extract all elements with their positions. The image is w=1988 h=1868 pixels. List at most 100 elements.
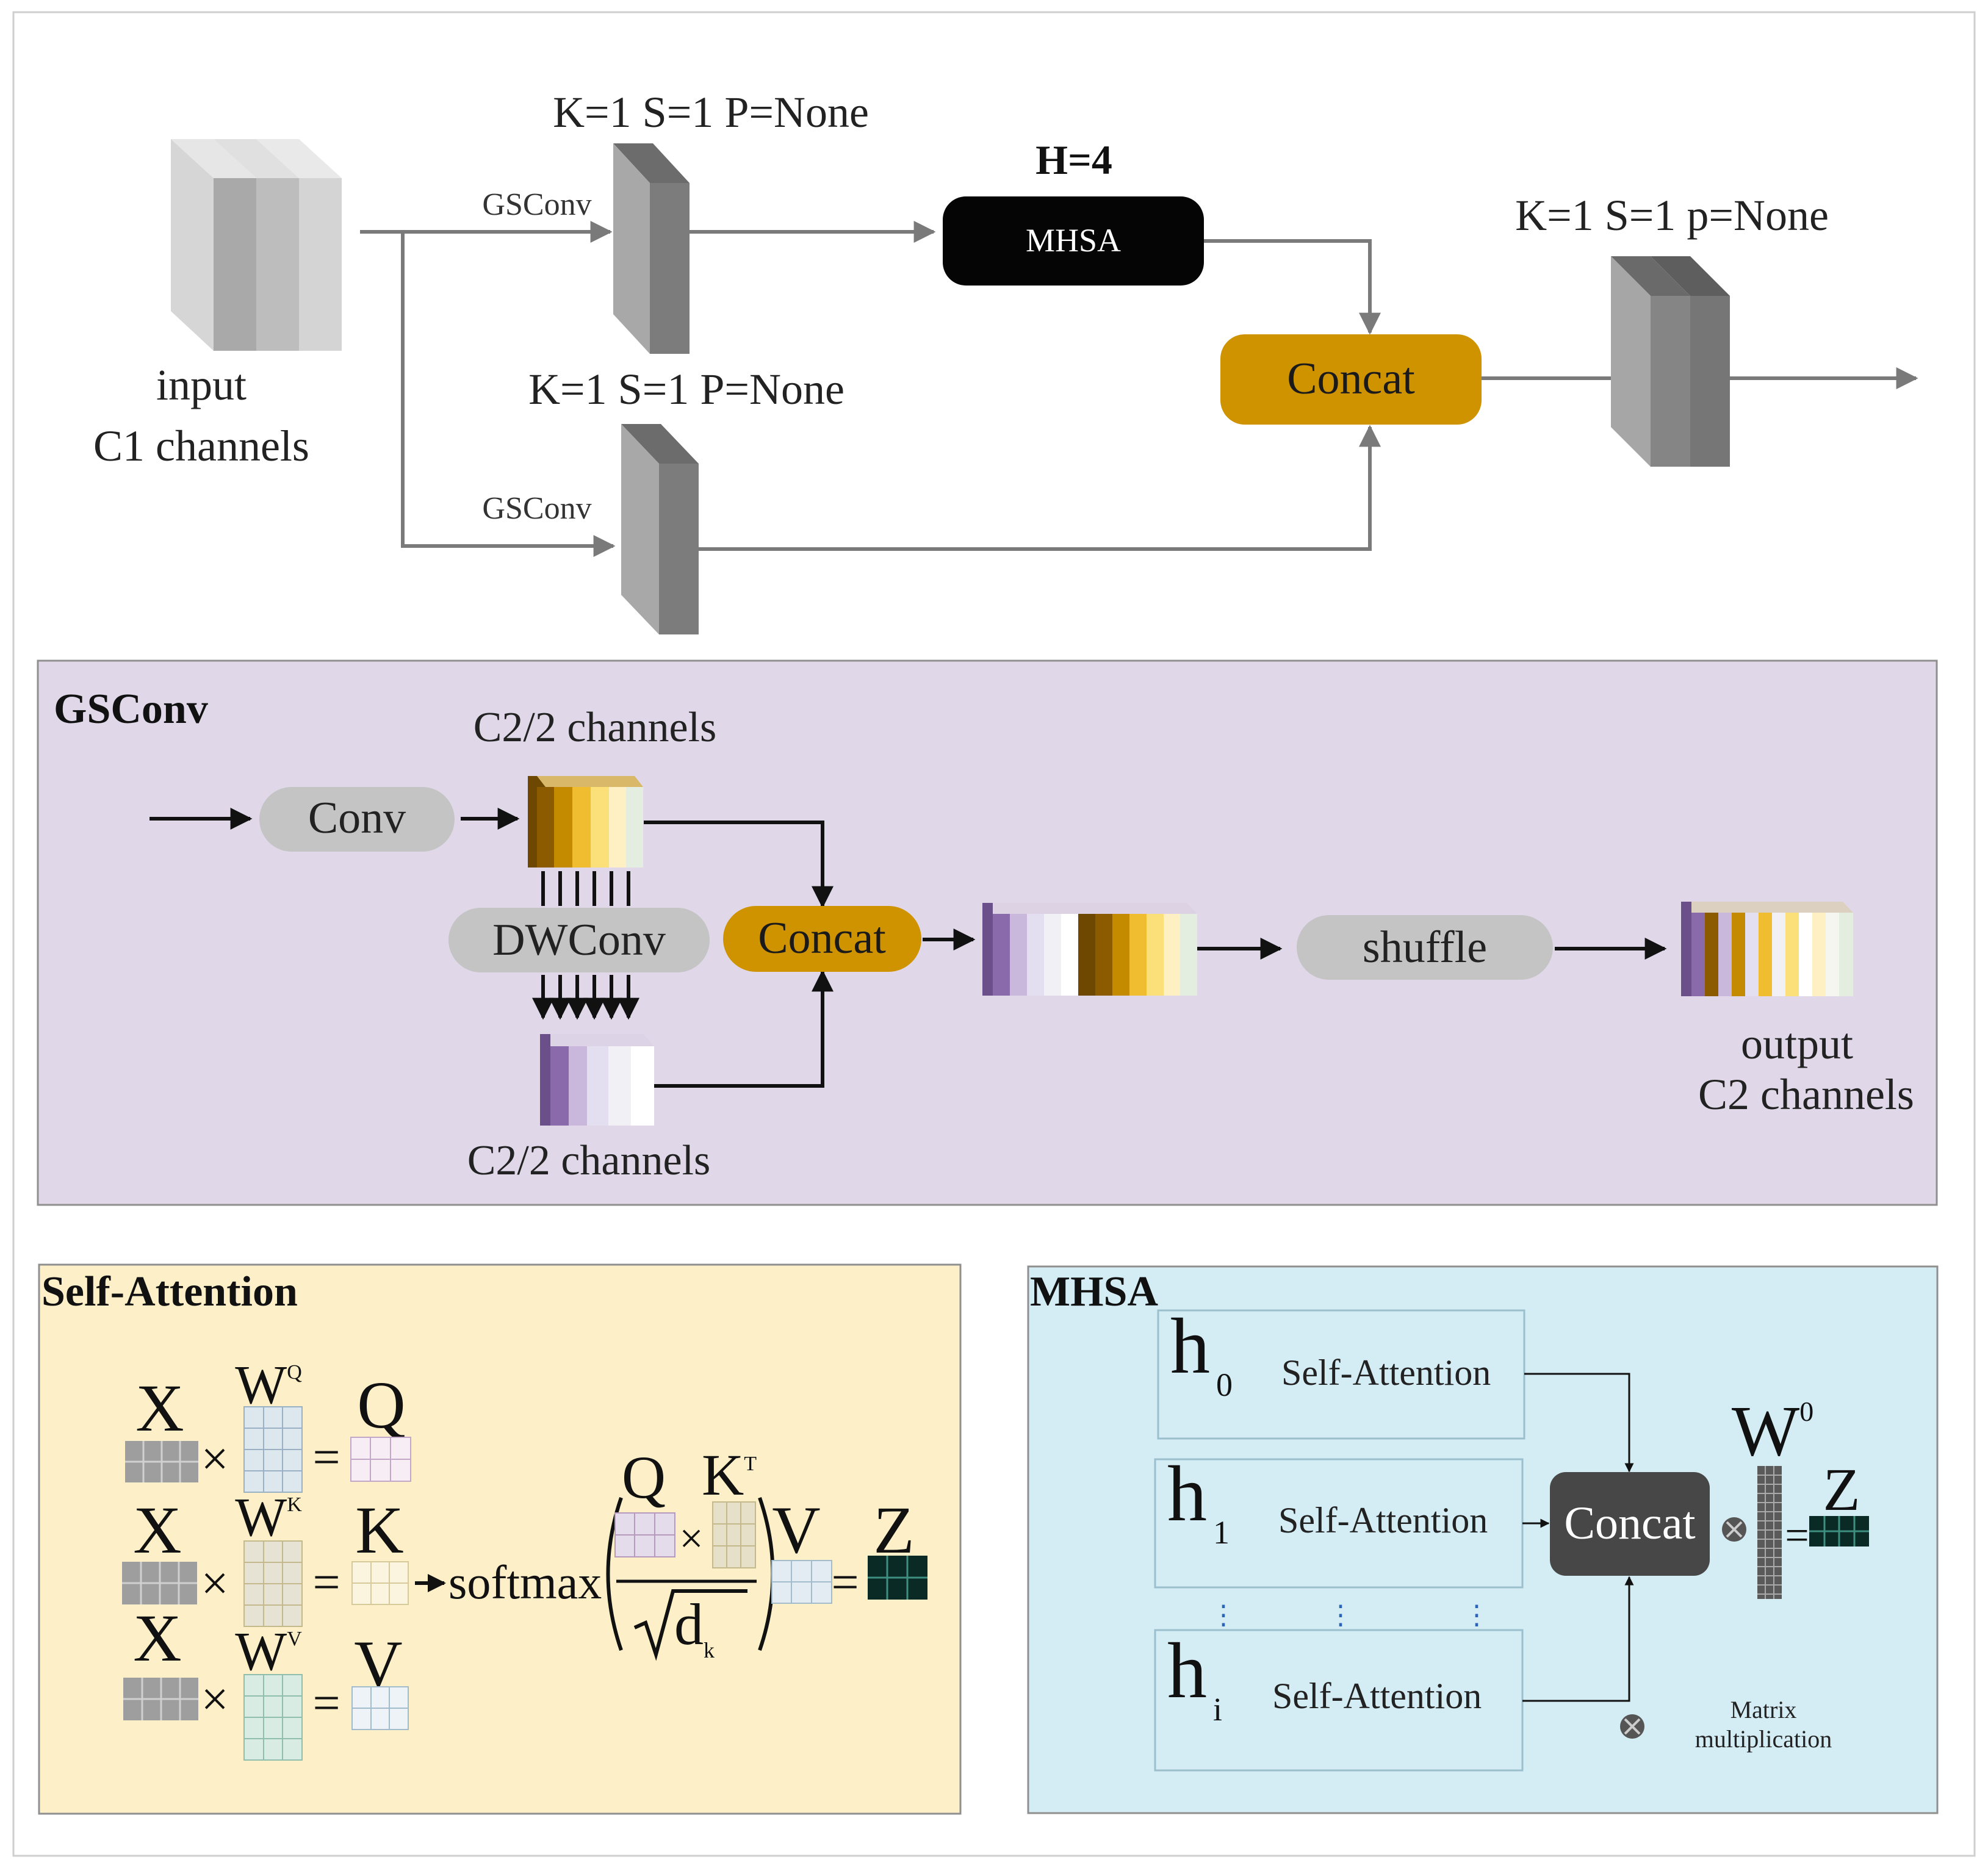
times-3: × xyxy=(201,1673,228,1726)
equals-z: = xyxy=(831,1556,859,1609)
z-matrix xyxy=(868,1556,927,1600)
conv-node xyxy=(259,787,455,852)
wk-matrix xyxy=(243,1540,303,1627)
dwconv-node-label: DWConv xyxy=(492,915,666,965)
shuffle-node-label: shuffle xyxy=(1363,922,1487,972)
times-1: × xyxy=(201,1432,228,1486)
frac-q-matrix xyxy=(614,1512,675,1557)
gsconv-lower-label: GSConv xyxy=(482,491,591,526)
head-ellipsis-1: ⋮ xyxy=(1210,1600,1237,1630)
mhsa-connectors xyxy=(1522,1373,1634,1702)
shuffle-node xyxy=(1297,915,1553,980)
upper-channels-label: C2/2 channels xyxy=(474,704,717,751)
output-channel-stack xyxy=(1681,902,1853,996)
legend-line1: Matrix xyxy=(1730,1696,1797,1723)
x-label-2: X xyxy=(133,1493,181,1567)
self-attention-panel: Self-Attention X × WQ = Q X × WK xyxy=(38,1263,962,1815)
gsconv-concat-label: Concat xyxy=(758,913,886,963)
softmax-label: softmax xyxy=(448,1556,602,1609)
w0-matrix xyxy=(1757,1466,1782,1599)
w0-label: W0 xyxy=(1732,1391,1813,1471)
heads-label: H=4 xyxy=(1035,137,1112,183)
head-i-label: Self-Attention xyxy=(1272,1676,1482,1716)
top-connectors xyxy=(360,221,1918,557)
top-flow: input C1 channels GSConv GSConv K=1 S=1 … xyxy=(93,88,1918,634)
k-label: K xyxy=(355,1493,403,1567)
frac-q-label: Q xyxy=(622,1443,666,1511)
equals-3: = xyxy=(312,1676,340,1730)
v-matrix xyxy=(351,1686,409,1730)
mhsa-equals: = xyxy=(1785,1512,1809,1559)
mhsa-node xyxy=(943,196,1204,286)
x-matrix-1 xyxy=(125,1441,198,1482)
equals-2: = xyxy=(312,1556,340,1609)
sqrt-d-label: dk xyxy=(674,1592,715,1662)
gsconv-panel: GSConv Conv xyxy=(37,659,1938,1206)
lower-channel-stack xyxy=(540,1034,654,1126)
upper-conv-block xyxy=(613,143,690,354)
q-label: Q xyxy=(357,1368,405,1442)
matrix-multiplication-icon xyxy=(1722,1517,1746,1542)
legend-matmul-icon xyxy=(1620,1714,1644,1739)
head-0-label: Self-Attention xyxy=(1281,1353,1491,1393)
lower-conv-params: K=1 S=1 P=None xyxy=(528,365,845,414)
dwconv-node xyxy=(448,908,710,972)
times-2: × xyxy=(201,1557,228,1611)
gsconv-concat-node xyxy=(723,906,921,972)
gsconv-panel-title: GSConv xyxy=(54,686,208,733)
head-ellipsis-3: ⋮ xyxy=(1463,1600,1490,1630)
equals-1: = xyxy=(312,1431,340,1484)
conv-node-label: Conv xyxy=(308,793,406,843)
x-label-3: X xyxy=(133,1601,181,1675)
wk-label: WK xyxy=(235,1487,302,1548)
x-matrix-3 xyxy=(123,1678,198,1720)
output-conv-block xyxy=(1611,256,1730,467)
frac-times: × xyxy=(679,1515,703,1562)
output-label-line1: output xyxy=(1741,1019,1853,1068)
mhsa-panel-title: MHSA xyxy=(1030,1268,1158,1315)
z-label: Z xyxy=(873,1493,914,1567)
frac-kt-matrix xyxy=(712,1501,756,1568)
head-1-label: Self-Attention xyxy=(1278,1500,1488,1540)
mhsa-z-matrix xyxy=(1809,1516,1869,1546)
mhsa-node-label: MHSA xyxy=(1026,222,1121,259)
outer-frame xyxy=(12,11,1976,1857)
wv-label: WV xyxy=(235,1622,302,1682)
mhsa-z-label: Z xyxy=(1823,1456,1860,1523)
top-concat-label: Concat xyxy=(1287,354,1415,404)
upper-conv-params: K=1 S=1 P=None xyxy=(553,88,869,137)
legend-line2: multiplication xyxy=(1695,1725,1832,1753)
input-label-line2: C1 channels xyxy=(93,422,309,470)
k-matrix xyxy=(351,1561,409,1605)
output-label-line2: C2 channels xyxy=(1698,1070,1914,1119)
output-conv-params: K=1 S=1 p=None xyxy=(1515,191,1829,240)
concatenated-stack xyxy=(982,903,1197,996)
upper-channel-stack xyxy=(528,776,643,868)
mhsa-concat-label: Concat xyxy=(1564,1498,1695,1549)
input-tensor xyxy=(171,139,342,351)
sqrt-sign xyxy=(633,1589,747,1661)
wv-matrix xyxy=(243,1674,303,1761)
wq-label: WQ xyxy=(235,1355,302,1415)
q-matrix xyxy=(350,1437,411,1482)
dwconv-arrows xyxy=(532,871,639,1020)
wq-matrix xyxy=(243,1406,303,1493)
frac-v-label: V xyxy=(772,1493,820,1567)
x-label-1: X xyxy=(135,1371,184,1445)
input-label-line1: input xyxy=(156,361,247,409)
mhsa-concat-node xyxy=(1550,1472,1710,1576)
head-ellipsis-2: ⋮ xyxy=(1327,1600,1354,1630)
lower-channels-label: C2/2 channels xyxy=(467,1137,711,1184)
self-attention-title: Self-Attention xyxy=(41,1268,298,1315)
lower-conv-block xyxy=(621,424,699,634)
x-matrix-2 xyxy=(122,1562,197,1604)
gsconv-upper-label: GSConv xyxy=(482,187,591,222)
gsconv-connectors xyxy=(149,808,1667,1088)
top-concat-node xyxy=(1220,334,1482,425)
frac-v-matrix xyxy=(771,1560,832,1604)
